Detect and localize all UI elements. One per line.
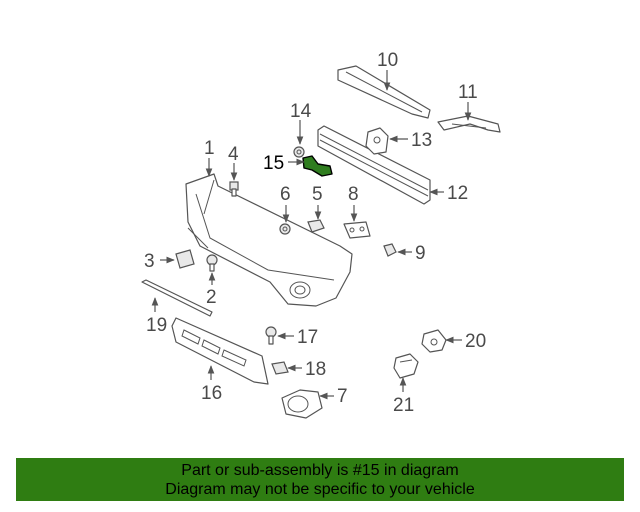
part-11-bracket (437, 115, 501, 133)
callout-7: 7 (337, 386, 348, 407)
callout-18: 18 (305, 359, 326, 380)
part-13-bracket (365, 127, 389, 155)
callout-labels: 1 2 3 4 5 6 7 8 9 10 11 12 13 14 15 16 1… (144, 50, 486, 416)
callout-12: 12 (447, 183, 468, 204)
callout-1: 1 (204, 138, 215, 159)
callout-2: 2 (206, 287, 217, 308)
part-2-screw (206, 254, 218, 272)
part-1-bumper-cover (185, 173, 353, 307)
part-7-fog-lamp (281, 389, 323, 419)
callout-20: 20 (465, 331, 486, 352)
callout-13: 13 (411, 130, 432, 151)
part-5-retainer (307, 219, 325, 233)
callout-6: 6 (280, 184, 291, 205)
callout-14: 14 (290, 101, 312, 122)
callout-17: 17 (297, 327, 318, 348)
part-17-pin (265, 326, 277, 345)
part-16-grille (171, 317, 269, 385)
part-18-clip (271, 361, 289, 375)
banner-line-2: Diagram may not be specific to your vehi… (165, 481, 475, 498)
callout-15: 15 (263, 153, 284, 174)
part-21-bracket (393, 353, 419, 379)
callout-8: 8 (348, 184, 359, 205)
part-15-highlighted-bracket (302, 155, 333, 177)
banner-line-1: Part or sub-assembly is #15 in diagram (181, 462, 459, 479)
part-12-reinforcement (317, 125, 431, 205)
part-20-bracket (421, 329, 447, 353)
callout-5: 5 (312, 184, 323, 205)
part-info-banner: Part or sub-assembly is #15 in diagram D… (16, 458, 624, 501)
part-10-rail (337, 65, 431, 119)
part-6-grommet (279, 223, 291, 235)
callout-3: 3 (144, 251, 155, 272)
part-8-bracket (343, 221, 371, 239)
callout-10: 10 (377, 50, 398, 71)
callout-4: 4 (228, 144, 239, 165)
part-4-clip (229, 181, 239, 197)
callout-9: 9 (415, 243, 426, 264)
callout-19: 19 (146, 315, 167, 336)
part-14-nut (293, 146, 305, 158)
part-3-plate (175, 249, 195, 269)
part-9-bolt (383, 243, 397, 257)
part-19-molding (141, 279, 213, 317)
callout-16: 16 (201, 383, 222, 404)
parts-diagram: 1 2 3 4 5 6 7 8 9 10 11 12 13 14 15 16 1… (141, 50, 501, 419)
callout-11: 11 (458, 82, 478, 103)
callout-21: 21 (393, 395, 414, 416)
leader-lines (151, 70, 472, 400)
